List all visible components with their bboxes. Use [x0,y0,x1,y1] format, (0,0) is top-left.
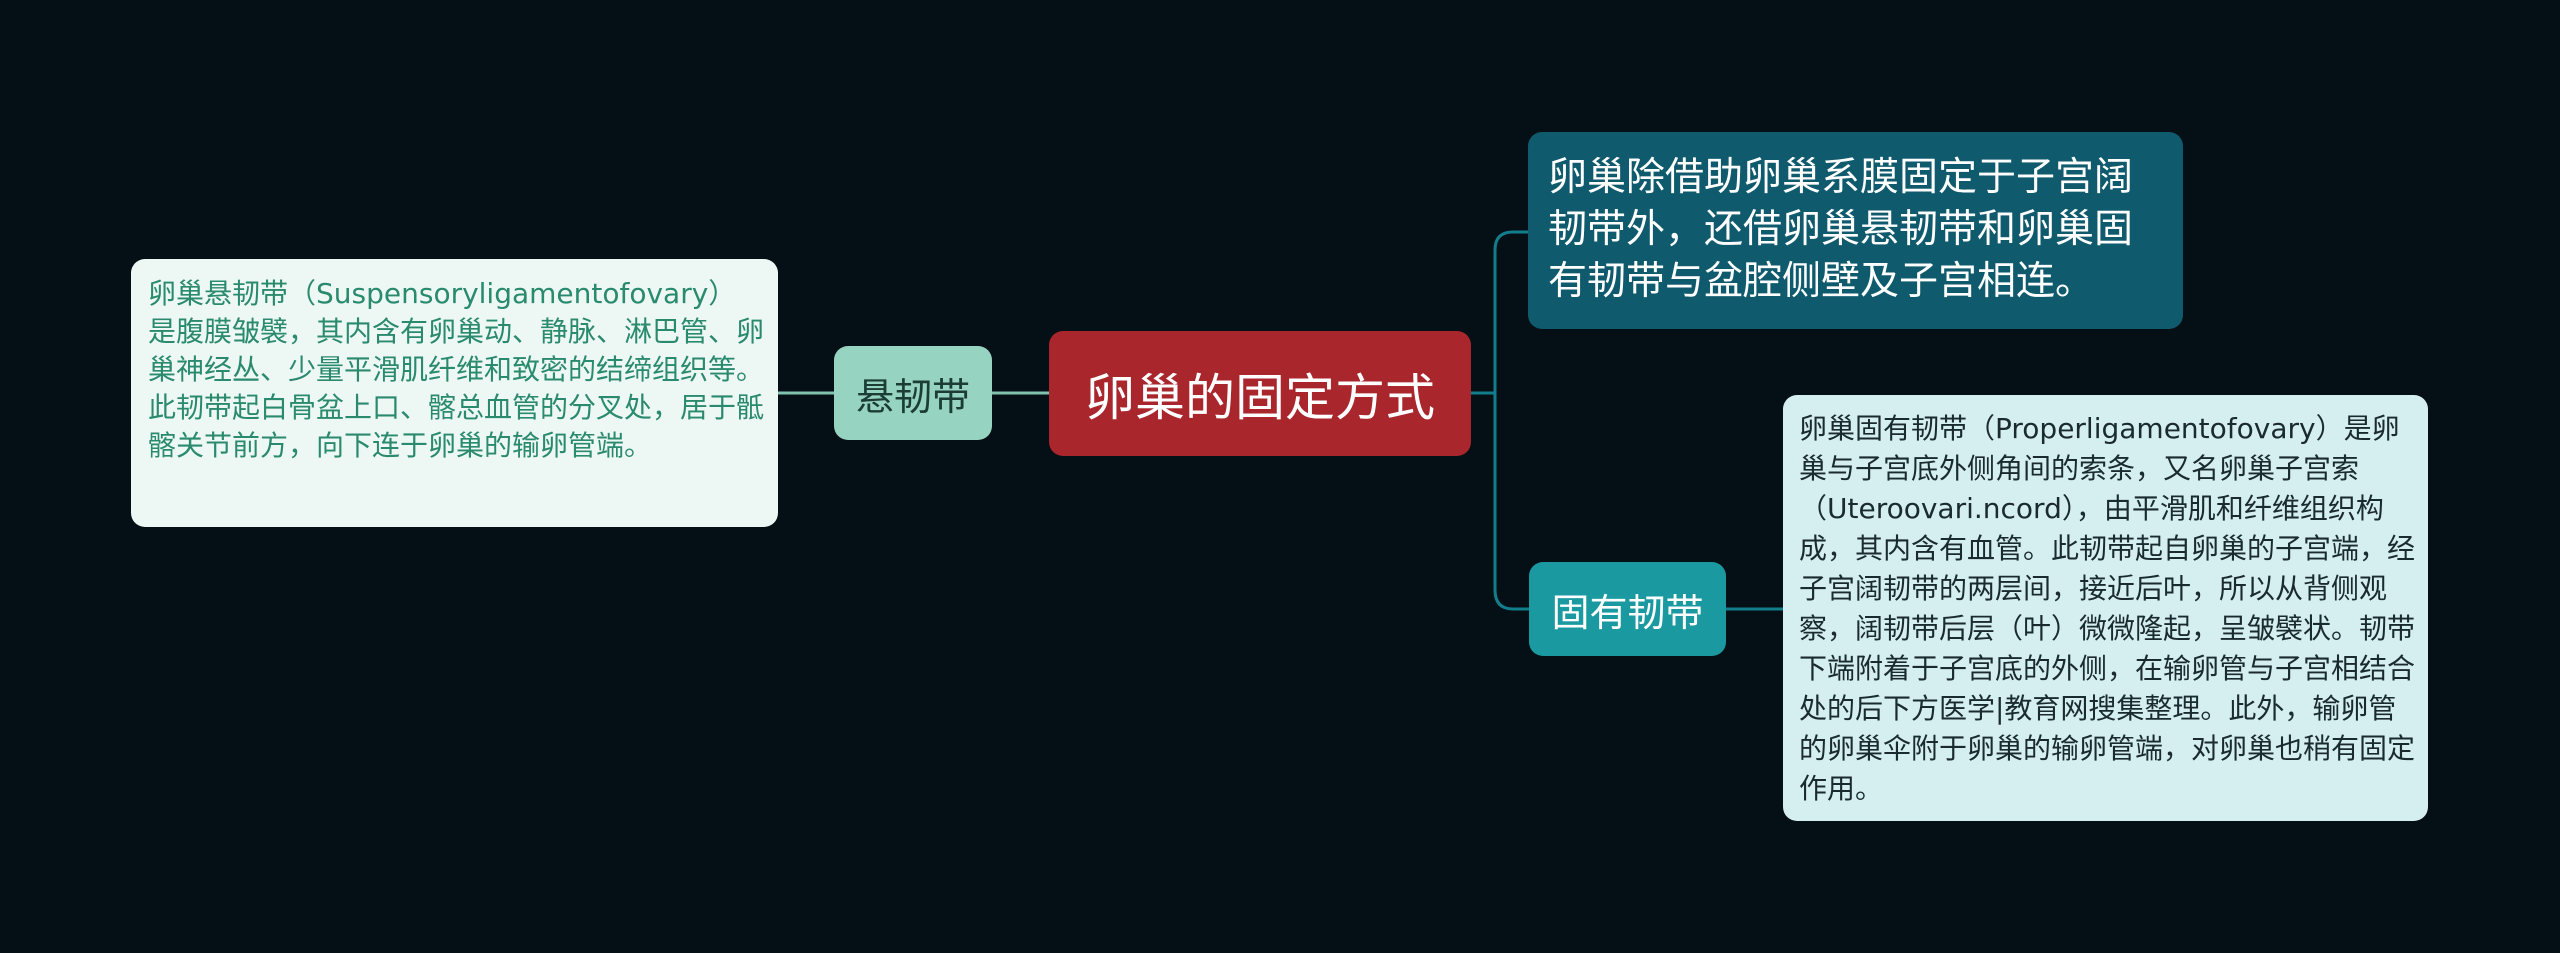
branch-suspensory-ligament[interactable]: 悬韧带 [834,346,992,440]
note-proper-text: 卵巢固有韧带（Properligamentofovary）是卵巢与子宫底外侧角间… [1799,412,2416,805]
branch-suspensory-label: 悬韧带 [855,374,970,419]
branch-proper-ligament[interactable]: 固有韧带 [1529,562,1726,656]
note-suspensory-text: 卵巢悬韧带（Suspensoryligamentofovary）是腹膜皱襞，其内… [148,277,765,462]
root-topic[interactable]: 卵巢的固定方式 [1049,331,1471,456]
note-proper-ligament[interactable]: 卵巢固有韧带（Properligamentofovary）是卵巢与子宫底外侧角间… [1783,395,2428,821]
connector-root-proper [1493,393,1529,611]
branch-proper-label: 固有韧带 [1551,590,1704,635]
note-fixation-overview[interactable]: 卵巢除借助卵巢系膜固定于子宫阔韧带外，还借卵巢悬韧带和卵巢固有韧带与盆腔侧壁及子… [1528,132,2183,329]
root-topic-label: 卵巢的固定方式 [1085,368,1435,427]
note-overview-text: 卵巢除借助卵巢系膜固定于子宫阔韧带外，还借卵巢悬韧带和卵巢固有韧带与盆腔侧壁及子… [1548,155,2134,304]
note-suspensory-ligament[interactable]: 卵巢悬韧带（Suspensoryligamentofovary）是腹膜皱襞，其内… [131,259,778,527]
connector-root-intro [1471,230,1528,395]
